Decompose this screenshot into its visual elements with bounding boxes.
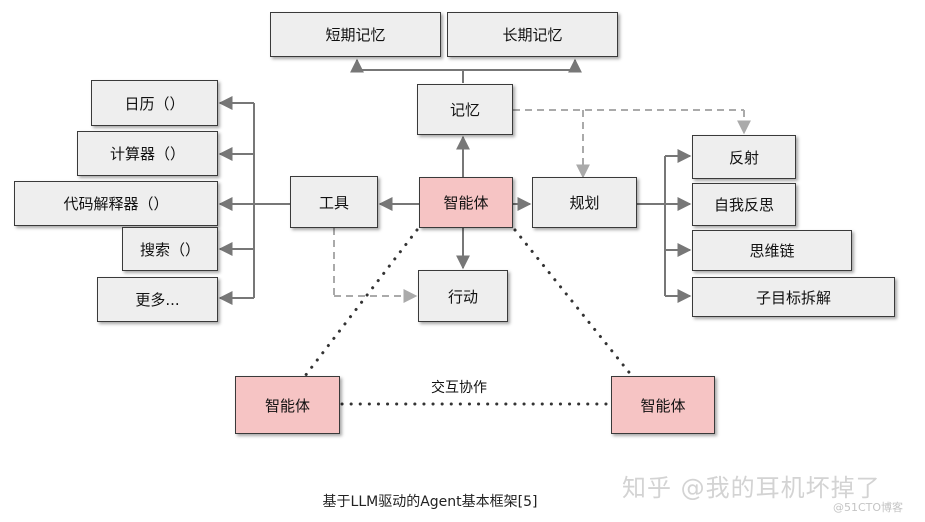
agent-right-node: 智能体 — [611, 376, 715, 434]
agent-center-node: 智能体 — [419, 177, 513, 228]
tools-to-action-dashed-edge — [333, 228, 418, 303]
collaboration-dotted-edges — [303, 228, 634, 406]
more-tools-node: 更多... — [97, 277, 218, 322]
long-term-memory-node: 长期记忆 — [447, 12, 618, 57]
agent-left-node: 智能体 — [235, 376, 340, 434]
self-reflection-node: 自我反思 — [692, 183, 796, 226]
interaction-label: 交互协作 — [431, 380, 487, 396]
reflection-node: 反射 — [692, 135, 796, 179]
search-tool-node: 搜索（） — [122, 227, 218, 271]
tools-node: 工具 — [290, 176, 378, 228]
planning-to-subitems-edges — [637, 149, 692, 303]
planning-node: 规划 — [532, 177, 637, 228]
tools-to-list-edges — [218, 96, 290, 305]
memory-to-storage-edges — [350, 58, 582, 83]
watermark-sub: @51CTO博客 — [833, 501, 904, 514]
code-interpreter-tool-node: 代码解释器（） — [14, 181, 218, 226]
calendar-tool-node: 日历（） — [91, 80, 218, 126]
memory-dashed-edges — [513, 109, 751, 179]
subgoal-decomposition-node: 子目标拆解 — [692, 277, 895, 317]
action-node: 行动 — [418, 270, 508, 322]
figure-caption: 基于LLM驱动的Agent基本框架[5] — [322, 494, 538, 510]
calculator-tool-node: 计算器（） — [77, 131, 218, 176]
short-term-memory-node: 短期记忆 — [270, 12, 441, 57]
chain-of-thought-node: 思维链 — [692, 230, 852, 271]
watermark-main: 知乎 @我的耳机坏掉了 — [622, 474, 881, 502]
memory-node: 记忆 — [417, 84, 513, 135]
